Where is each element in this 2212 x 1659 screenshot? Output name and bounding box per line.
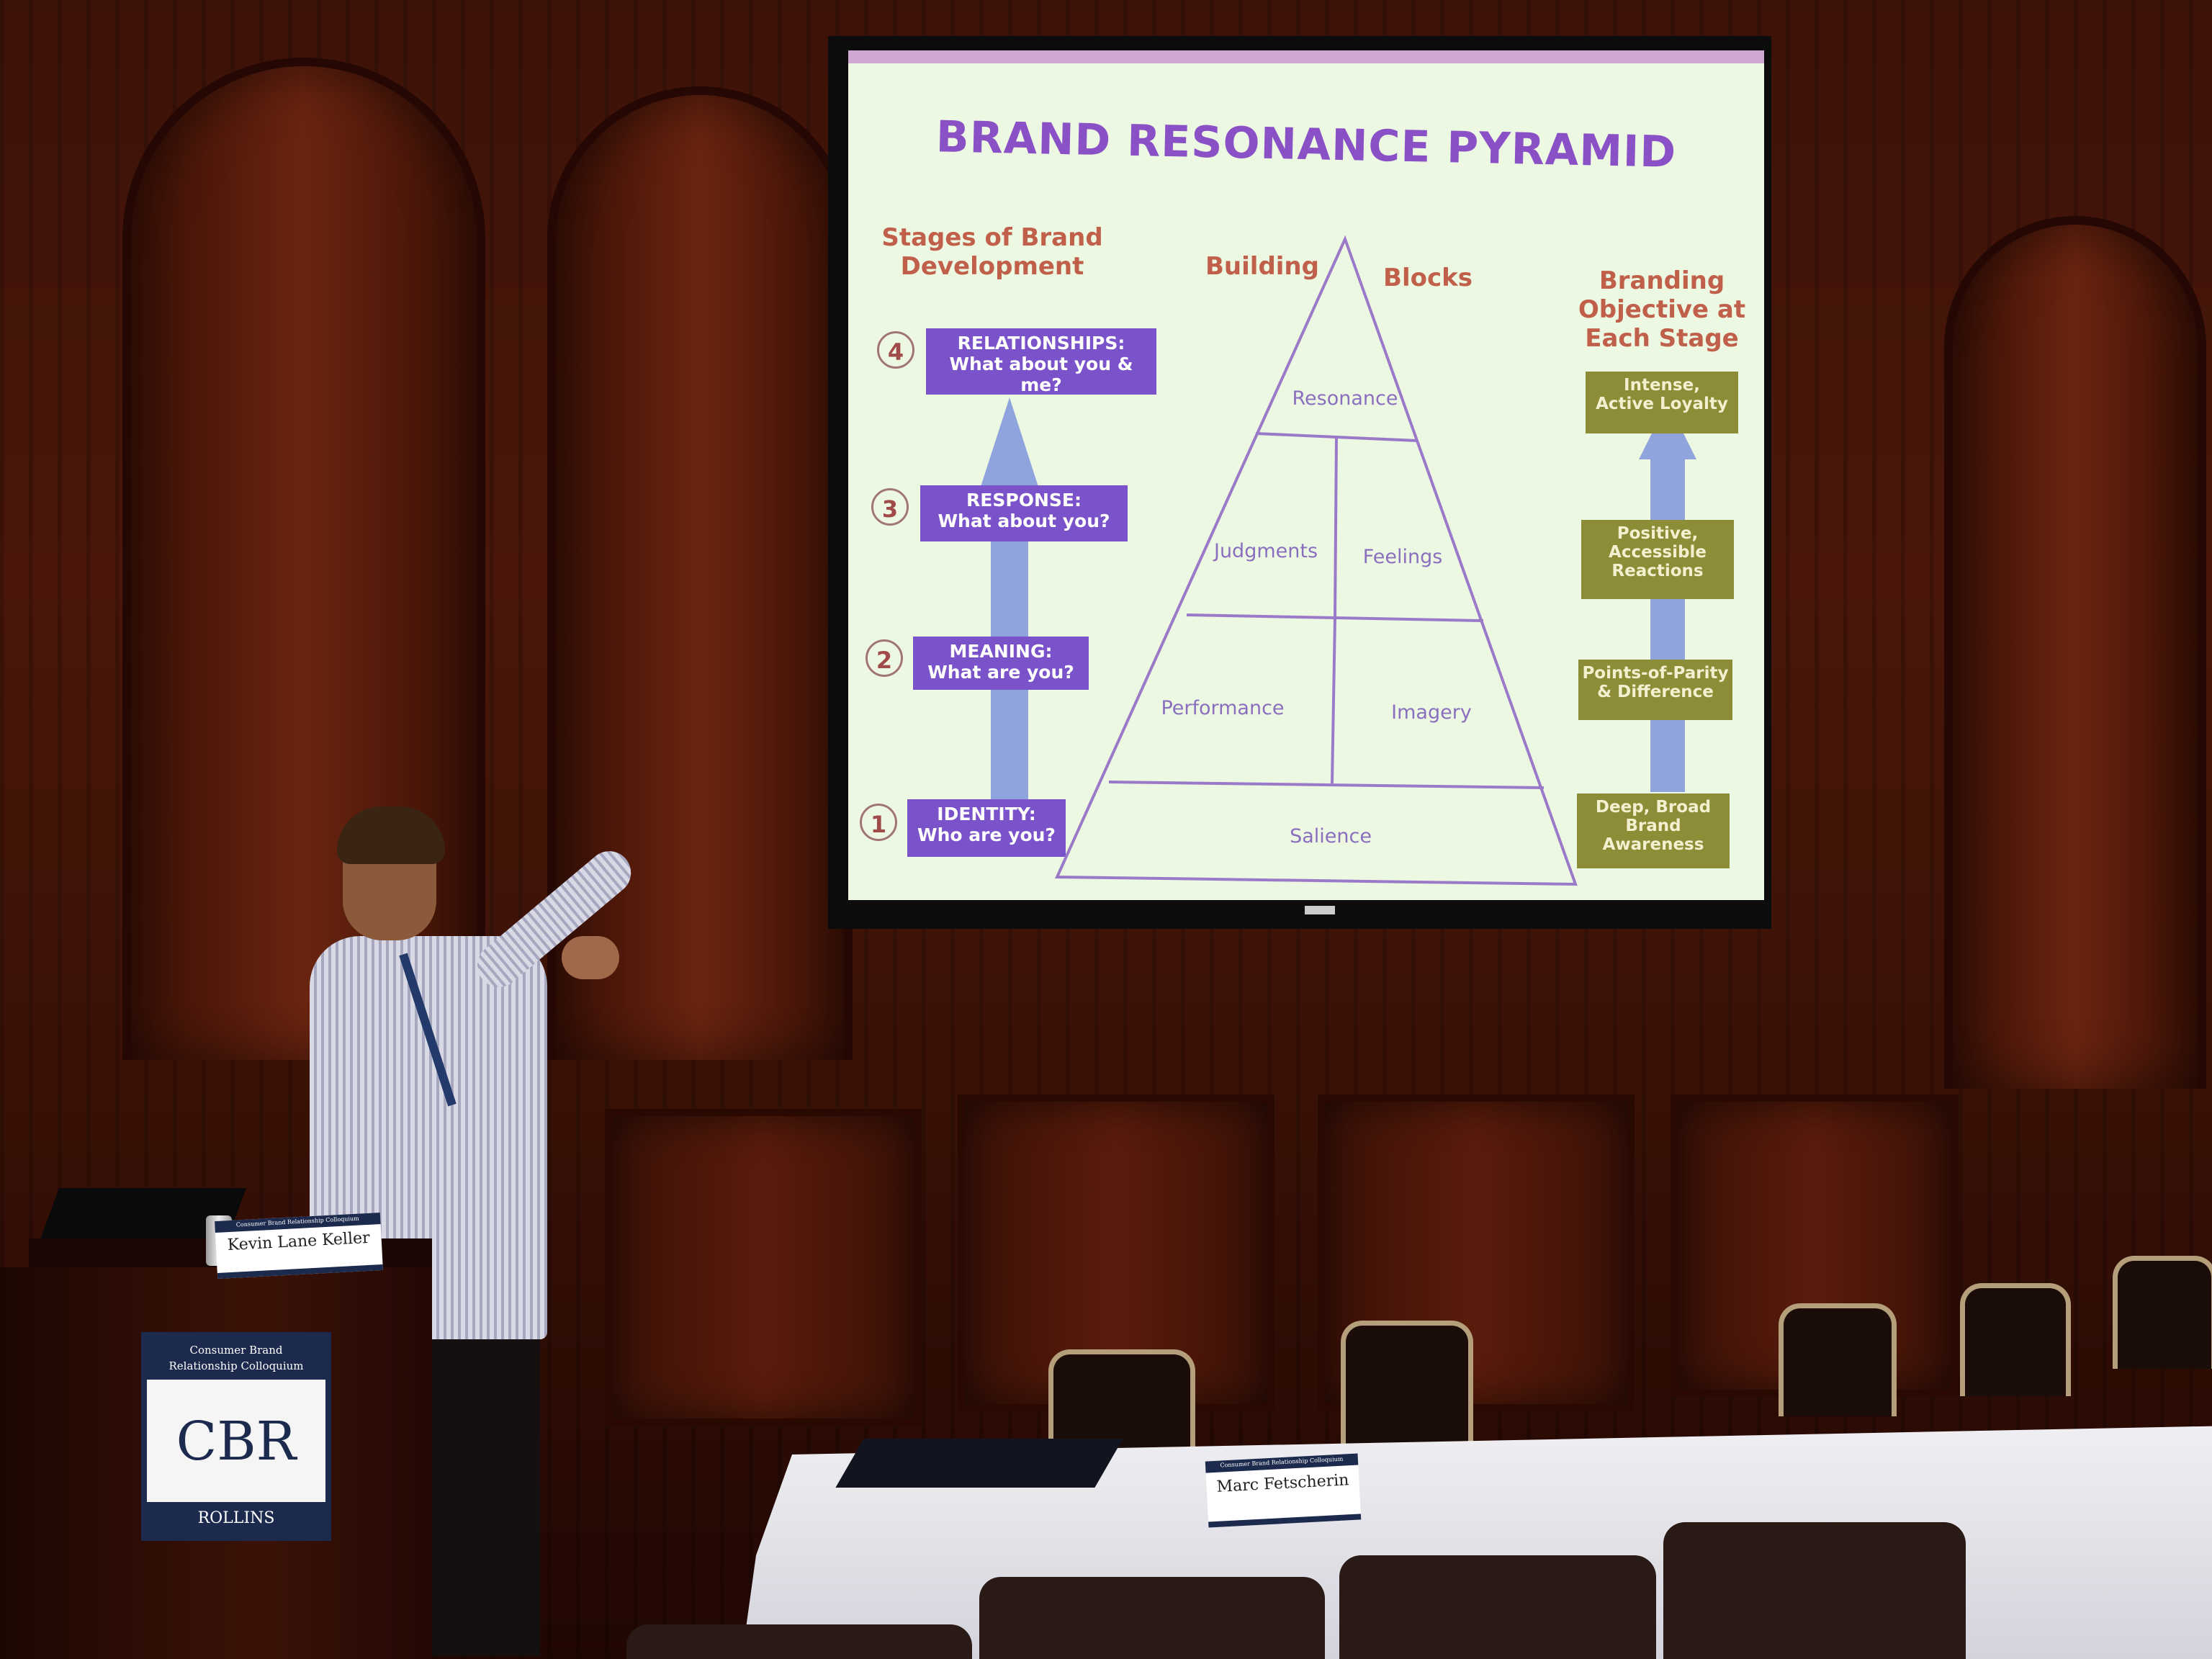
folder-on-table xyxy=(835,1439,1123,1488)
cbr-monogram: CBR xyxy=(176,1411,297,1473)
stage-response: RESPONSE: What about you? xyxy=(920,485,1128,541)
pyramid-outline xyxy=(1054,235,1578,886)
stage-meaning: MEANING: What are you? xyxy=(913,637,1089,690)
speaker-name-tent: Consumer Brand Relationship Colloquium K… xyxy=(215,1213,383,1279)
pyramid-diagram xyxy=(1054,235,1578,886)
stages-arrow-head xyxy=(979,397,1040,491)
pyramid-divider-lower xyxy=(1108,781,1545,789)
logo-top-band: Consumer Brand Relationship Colloquium xyxy=(147,1338,325,1380)
speaker-tent-name: Kevin Lane Keller xyxy=(227,1228,371,1255)
chair xyxy=(1960,1283,2071,1396)
block-performance: Performance xyxy=(1161,697,1285,719)
objective-arrow-shaft xyxy=(1650,454,1685,792)
stage-number-1: 1 xyxy=(860,804,897,841)
objective-header: Branding Objective at Each Stage xyxy=(1578,266,1746,353)
stages-header: Stages of Brand Development xyxy=(881,223,1103,281)
projected-slide: BRAND RESONANCE PYRAMID Stages of Brand … xyxy=(848,50,1764,900)
presenter-hair xyxy=(337,806,445,864)
blocks-header: Blocks xyxy=(1383,264,1473,292)
block-feelings: Feelings xyxy=(1362,546,1443,568)
colloquium-logo-sign: Consumer Brand Relationship Colloquium C… xyxy=(141,1332,331,1541)
wall-panel xyxy=(605,1109,922,1426)
stage-number-4: 4 xyxy=(877,331,914,369)
chair xyxy=(1341,1321,1473,1448)
objective-awareness: Deep, Broad Brand Awareness xyxy=(1577,793,1730,868)
rollins-wordmark: ROLLINS xyxy=(147,1502,325,1535)
presenter-arm xyxy=(468,842,640,996)
projector-brand-plate xyxy=(1305,906,1335,914)
stage-identity: IDENTITY: Who are you? xyxy=(907,799,1066,857)
front-chair xyxy=(979,1577,1325,1659)
chair xyxy=(1779,1303,1897,1416)
wall-arch-right xyxy=(1944,216,2206,1089)
stage-number-2: 2 xyxy=(866,639,903,677)
front-chair xyxy=(626,1624,972,1659)
front-chair xyxy=(1339,1555,1656,1659)
block-judgments: Judgments xyxy=(1213,540,1318,562)
table-tent-name: Marc Fetscherin xyxy=(1216,1471,1349,1496)
block-imagery: Imagery xyxy=(1391,701,1472,724)
pyramid-split-upper xyxy=(1334,436,1338,619)
stage-number-3: 3 xyxy=(871,488,909,526)
objective-loyalty: Intense, Active Loyalty xyxy=(1586,372,1738,433)
table-name-tent: Consumer Brand Relationship Colloquium M… xyxy=(1205,1453,1362,1528)
objective-reactions: Positive, Accessible Reactions xyxy=(1581,520,1734,599)
block-salience: Salience xyxy=(1290,825,1372,848)
block-resonance: Resonance xyxy=(1292,387,1398,410)
objective-parity: Points-of-Parity & Difference xyxy=(1578,660,1732,720)
front-chair xyxy=(1663,1522,1966,1659)
stage-relationships: RELATIONSHIPS: What about you & me? xyxy=(926,328,1156,395)
presenter-hand xyxy=(562,936,619,979)
slide-top-bar xyxy=(848,50,1764,63)
pyramid-split-lower xyxy=(1331,617,1336,784)
building-header: Building xyxy=(1205,252,1319,281)
chair xyxy=(2113,1256,2212,1369)
